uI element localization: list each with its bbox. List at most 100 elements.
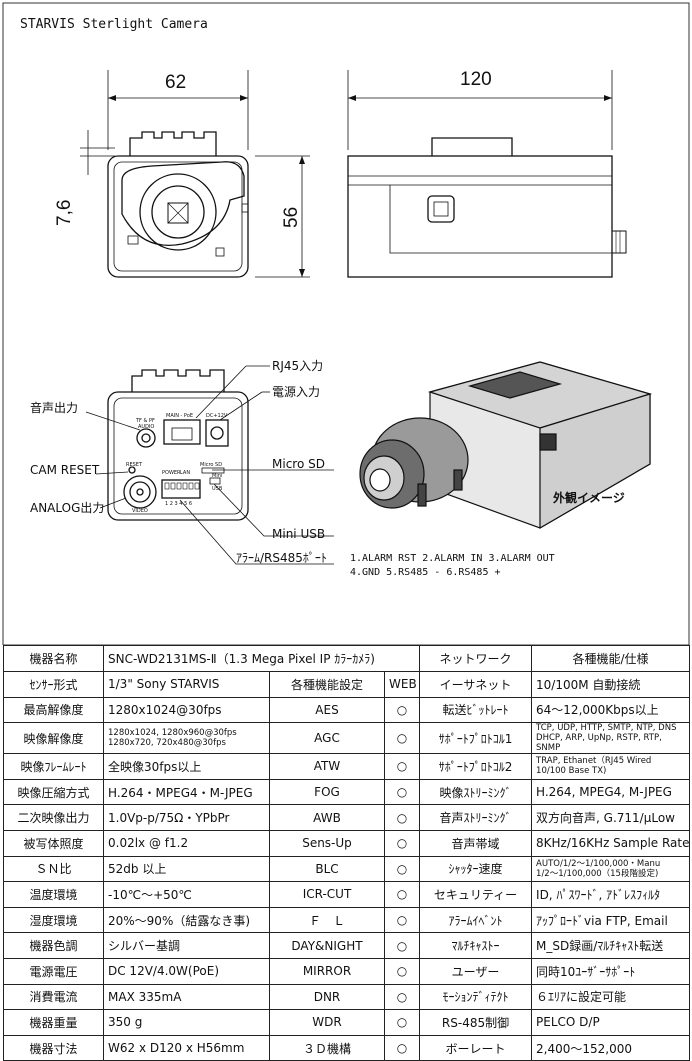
spec-cell: ＳＮ比 — [3, 855, 104, 883]
spec-cell: 1280x1024@30fps — [103, 696, 270, 724]
spec-cell: ｱﾗｰﾑｲﾍﾞﾝﾄ — [419, 906, 533, 934]
dim-lens-offset-label: 7,6 — [54, 200, 75, 226]
rear-view — [85, 365, 334, 565]
dim-width-label: 62 — [165, 72, 186, 93]
spec-cell: ICR-CUT — [269, 881, 385, 908]
page-title: STARVIS Sterlight Camera — [20, 17, 208, 32]
spec-cell: WDR — [269, 1009, 385, 1036]
label-analog-out: ANALOG出力 — [30, 501, 104, 515]
spec-cell: ○ — [383, 983, 421, 1011]
panel-mark-dc: DC+12V — [206, 413, 228, 419]
spec-cell: ○ — [383, 829, 421, 857]
spec-cell: 8KHz/16KHz Sample Rate — [531, 829, 691, 857]
spec-cell: ○ — [383, 855, 421, 883]
spec-cell: シルバー基調 — [103, 932, 270, 959]
spec-cell: ATW — [269, 753, 385, 780]
spec-cell: FOG — [269, 778, 385, 806]
panel-mark-audio: AUDIO — [138, 424, 154, 430]
spec-cell: ○ — [383, 957, 421, 985]
spec-cell: ネットワーク — [419, 645, 533, 672]
spec-cell: AWB — [269, 804, 385, 831]
label-alarm-rs485: ｱﾗｰﾑ/RS485ﾎﾟｰﾄ — [236, 551, 327, 565]
spec-cell: W62 x D120 x H56mm — [103, 1034, 270, 1061]
spec-cell: Ｆ Ｌ — [269, 906, 385, 934]
spec-cell: イーサネット — [419, 671, 533, 698]
label-power: 電源入力 — [272, 385, 320, 399]
spec-cell: ID, ﾊﾟｽﾜｰﾄﾞ, ｱﾄﾞﾚｽﾌｨﾙﾀ — [531, 881, 691, 908]
spec-cell: 1/3" Sony STARVIS — [103, 671, 270, 698]
spec-cell: 同時10ﾕｰｻﾞｰｻﾎﾟｰﾄ — [531, 957, 691, 985]
panel-mark-video: VIDEO — [132, 508, 148, 514]
spec-cell: AGC — [269, 722, 385, 755]
spec-cell: ｼｬｯﾀｰ速度 — [419, 855, 533, 883]
spec-cell: 機器色調 — [3, 932, 104, 959]
spec-cell: 転送ﾋﾞｯﾄﾚｰﾄ — [419, 696, 533, 724]
spec-cell: ○ — [383, 1034, 421, 1061]
spec-cell: 各種機能/仕様 — [531, 645, 691, 672]
label-exterior: 外観イメージ — [553, 490, 625, 505]
spec-cell: ○ — [383, 932, 421, 959]
spec-cell: ﾓｰｼｮﾝﾃﾞｨﾃｸﾄ — [419, 983, 533, 1011]
spec-cell: MIRROR — [269, 957, 385, 985]
spec-cell: 音声ｽﾄﾘｰﾐﾝｸﾞ — [419, 804, 533, 831]
label-cam-reset: CAM RESET — [30, 463, 100, 477]
camera-drawing: 62 7,6 56 120 — [2, 2, 690, 645]
spec-cell: MAX 335mA — [103, 983, 270, 1011]
spec-cell: WEB — [383, 671, 421, 698]
spec-cell: ○ — [383, 881, 421, 908]
spec-cell: 全映像30fps以上 — [103, 753, 270, 780]
spec-cell: ○ — [383, 778, 421, 806]
spec-cell: 10/100M 自動接続 — [531, 671, 691, 698]
spec-cell: 映像ﾌﾚｰﾑﾚｰﾄ — [3, 753, 104, 780]
spec-cell: ｻﾎﾟｰﾄﾌﾟﾛﾄｺﾙ2 — [419, 753, 533, 780]
spec-cell: 双方向音声, G.711/μLow — [531, 804, 691, 831]
panel-mark-pins: 1 2 3 4 5 6 — [165, 501, 192, 507]
spec-cell: 350 g — [103, 1009, 270, 1036]
spec-cell: M_SD録画/ﾏﾙﾁｷｬｽﾄ転送 — [531, 932, 691, 959]
spec-cell: 音声帯域 — [419, 829, 533, 857]
front-view — [80, 70, 310, 278]
spec-cell: SNC-WD2131MS-Ⅱ（1.3 Mega Pixel IP ｶﾗｰｶﾒﾗ) — [102, 645, 421, 672]
spec-cell: 2,400～152,000 — [531, 1034, 691, 1061]
label-micro-sd: Micro SD — [272, 457, 325, 471]
spec-cell: セキュリティー — [419, 881, 533, 908]
pin-note-2: 4.GND 5.RS485 - 6.RS485 + — [350, 567, 501, 578]
spec-cell: H.264・MPEG4・M-JPEG — [103, 778, 270, 806]
pin-note-1: 1.ALARM RST 2.ALARM IN 3.ALARM OUT — [350, 553, 555, 564]
spec-cell: 湿度環境 — [3, 906, 104, 934]
spec-cell: ○ — [383, 906, 421, 934]
dim-length-label: 120 — [460, 69, 492, 90]
panel-mark-mini: Mini — [212, 473, 222, 479]
spec-cell: DAY&NIGHT — [269, 932, 385, 959]
spec-cell: 機器寸法 — [3, 1034, 104, 1061]
spec-cell: DNR — [269, 983, 385, 1011]
spec-cell: ○ — [383, 804, 421, 831]
label-rj45: RJ45入力 — [272, 359, 323, 373]
spec-cell: ○ — [383, 1009, 421, 1036]
spec-cell: ○ — [383, 722, 421, 755]
spec-cell: ｻﾎﾟｰﾄﾌﾟﾛﾄｺﾙ1 — [419, 722, 533, 755]
spec-cell: 二次映像出力 — [3, 804, 104, 831]
panel-mark-reset: RESET — [126, 462, 143, 468]
panel-mark-usb: USB — [212, 486, 223, 492]
spec-cell: 52db 以上 — [103, 855, 270, 883]
spec-cell: ○ — [383, 696, 421, 724]
spec-cell: 消費電流 — [3, 983, 104, 1011]
